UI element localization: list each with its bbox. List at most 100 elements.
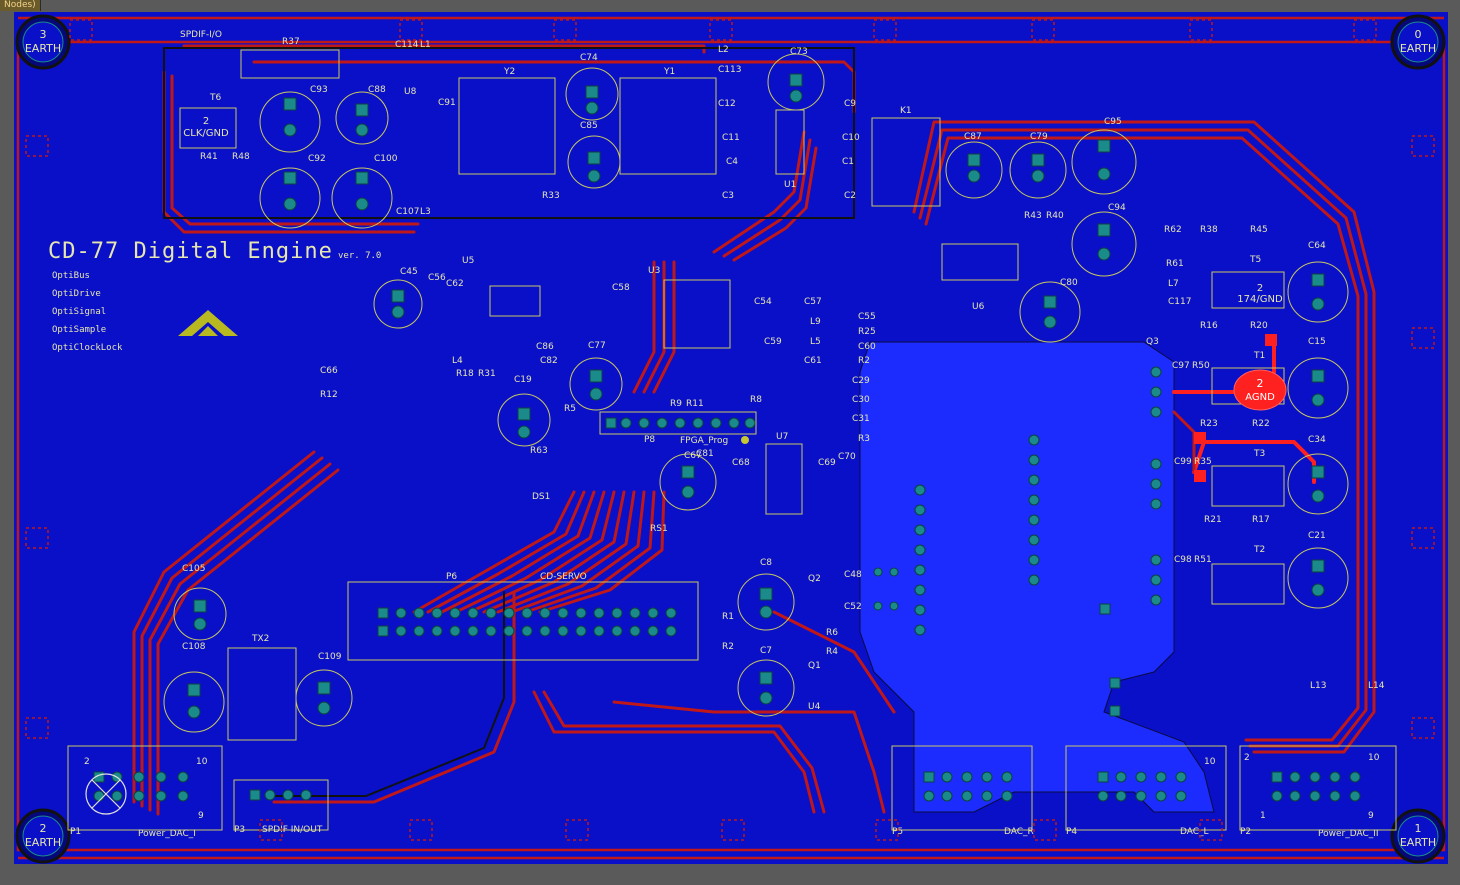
svg-text:L5: L5 [810,337,821,347]
svg-text:L2: L2 [718,45,729,55]
svg-text:C21: C21 [1308,531,1326,541]
svg-text:C100: C100 [374,154,398,164]
silkscreen-outlines [67,47,1397,831]
svg-text:C91: C91 [438,98,456,108]
net-number: 2 [203,116,209,127]
svg-text:C61: C61 [804,356,822,366]
svg-text:R37: R37 [282,37,300,47]
svg-text:R9: R9 [670,399,682,409]
transformer-t6: 2 CLK/GND [183,116,229,139]
svg-text:Q1: Q1 [808,661,821,671]
svg-text:L9: L9 [810,317,821,327]
board-edge-outline [16,16,1446,860]
mounting-hole-top-right: 0 EARTH [1390,14,1446,70]
svg-text:C97: C97 [1172,361,1190,371]
board-version: ver. 7.0 [338,251,381,261]
svg-text:C55: C55 [858,312,876,322]
pin-number: 9 [1368,811,1374,821]
hole-number: 2 [40,822,47,835]
mounting-hole-bottom-right: 1 EARTH [1390,808,1446,864]
svg-text:C99: C99 [1174,457,1192,467]
feature-optidrive: OptiDrive [52,289,101,299]
nodes-panel-tab[interactable]: Nodes) [0,0,41,11]
svg-text:C9: C9 [844,99,856,109]
svg-text:C31: C31 [852,414,870,424]
net-label: CLK/GND [183,128,229,139]
svg-text:T1: T1 [1253,351,1265,361]
svg-text:C105: C105 [182,564,205,574]
feature-opticlocklock: OptiClockLock [52,343,123,353]
pin-number: 10 [1368,753,1380,763]
svg-text:L3: L3 [420,207,431,217]
svg-text:Q3: Q3 [1146,337,1159,347]
edge-capacitors [25,19,1435,841]
svg-text:R1: R1 [722,612,734,622]
svg-text:R61: R61 [1166,259,1184,269]
svg-text:R22: R22 [1252,419,1270,429]
label-spdif-in-out: SPDIF IN/OUT [262,825,323,835]
analog-section-pads [873,366,1162,717]
hole-label: EARTH [1400,836,1436,849]
drill-target-icon [85,773,127,815]
svg-text:C73: C73 [790,47,808,57]
svg-text:R5: R5 [564,404,576,414]
board-title: CD-77 Digital Engine [48,239,333,264]
svg-text:C67: C67 [684,451,702,461]
label-p6: P6 [446,572,457,582]
svg-text:Y2: Y2 [503,67,515,77]
svg-text:C30: C30 [852,395,870,405]
label-p1: P1 [70,827,81,837]
svg-text:C66: C66 [320,366,338,376]
svg-text:R45: R45 [1250,225,1268,235]
hole-number: 3 [40,28,47,41]
svg-text:R43: R43 [1024,211,1042,221]
svg-text:C86: C86 [536,342,554,352]
svg-text:U4: U4 [808,702,821,712]
svg-text:C54: C54 [754,297,772,307]
pin1-marker [741,436,749,444]
svg-text:C15: C15 [1308,337,1326,347]
fpga-prog-header-pins [605,417,756,429]
electrolytic-capacitors [163,53,1349,733]
svg-text:R18: R18 [456,369,474,379]
svg-text:C88: C88 [368,85,386,95]
mounting-hole-top-left: 3 EARTH [15,14,71,70]
svg-text:Q2: Q2 [808,574,821,584]
svg-text:C74: C74 [580,53,598,63]
svg-text:C56: C56 [428,273,446,283]
svg-text:C109: C109 [318,652,342,662]
svg-text:R35: R35 [1194,457,1212,467]
svg-text:R20: R20 [1250,321,1268,331]
label-fpga-prog: FPGA_Prog [680,436,728,446]
svg-text:C62: C62 [446,279,464,289]
svg-text:L7: L7 [1168,279,1179,289]
svg-text:R50: R50 [1192,361,1210,371]
board-substrate [14,12,1448,864]
svg-text:U5: U5 [462,256,474,266]
svg-text:C108: C108 [182,642,206,652]
svg-text:C64: C64 [1308,241,1326,251]
pin-number: 9 [198,811,204,821]
svg-text:T5: T5 [1249,255,1261,265]
svg-text:DS1: DS1 [532,492,550,502]
svg-text:C81: C81 [696,449,714,459]
svg-text:T6: T6 [209,93,221,103]
svg-text:R11: R11 [686,399,704,409]
svg-text:C79: C79 [1030,132,1048,142]
pcb-board-canvas[interactable]: 3 EARTH 0 EARTH 2 EARTH 1 EARTH [14,12,1448,864]
label-dac-l: DAC_L [1180,827,1209,837]
net-number: 2 [1257,283,1263,294]
svg-text:C58: C58 [612,283,630,293]
svg-text:R62: R62 [1164,225,1182,235]
label-p5: P5 [892,827,903,837]
svg-text:R4: R4 [826,647,838,657]
svg-text:C94: C94 [1108,203,1126,213]
svg-text:U7: U7 [776,432,788,442]
transformer-t1-highlighted[interactable]: 2 AGND [1233,369,1287,411]
net-label: 174/GND [1237,294,1283,305]
svg-text:C87: C87 [964,132,982,142]
svg-text:TX2: TX2 [251,634,269,644]
net-number: 2 [1257,377,1264,390]
svg-text:RS1: RS1 [650,524,668,534]
svg-text:R3: R3 [858,434,870,444]
